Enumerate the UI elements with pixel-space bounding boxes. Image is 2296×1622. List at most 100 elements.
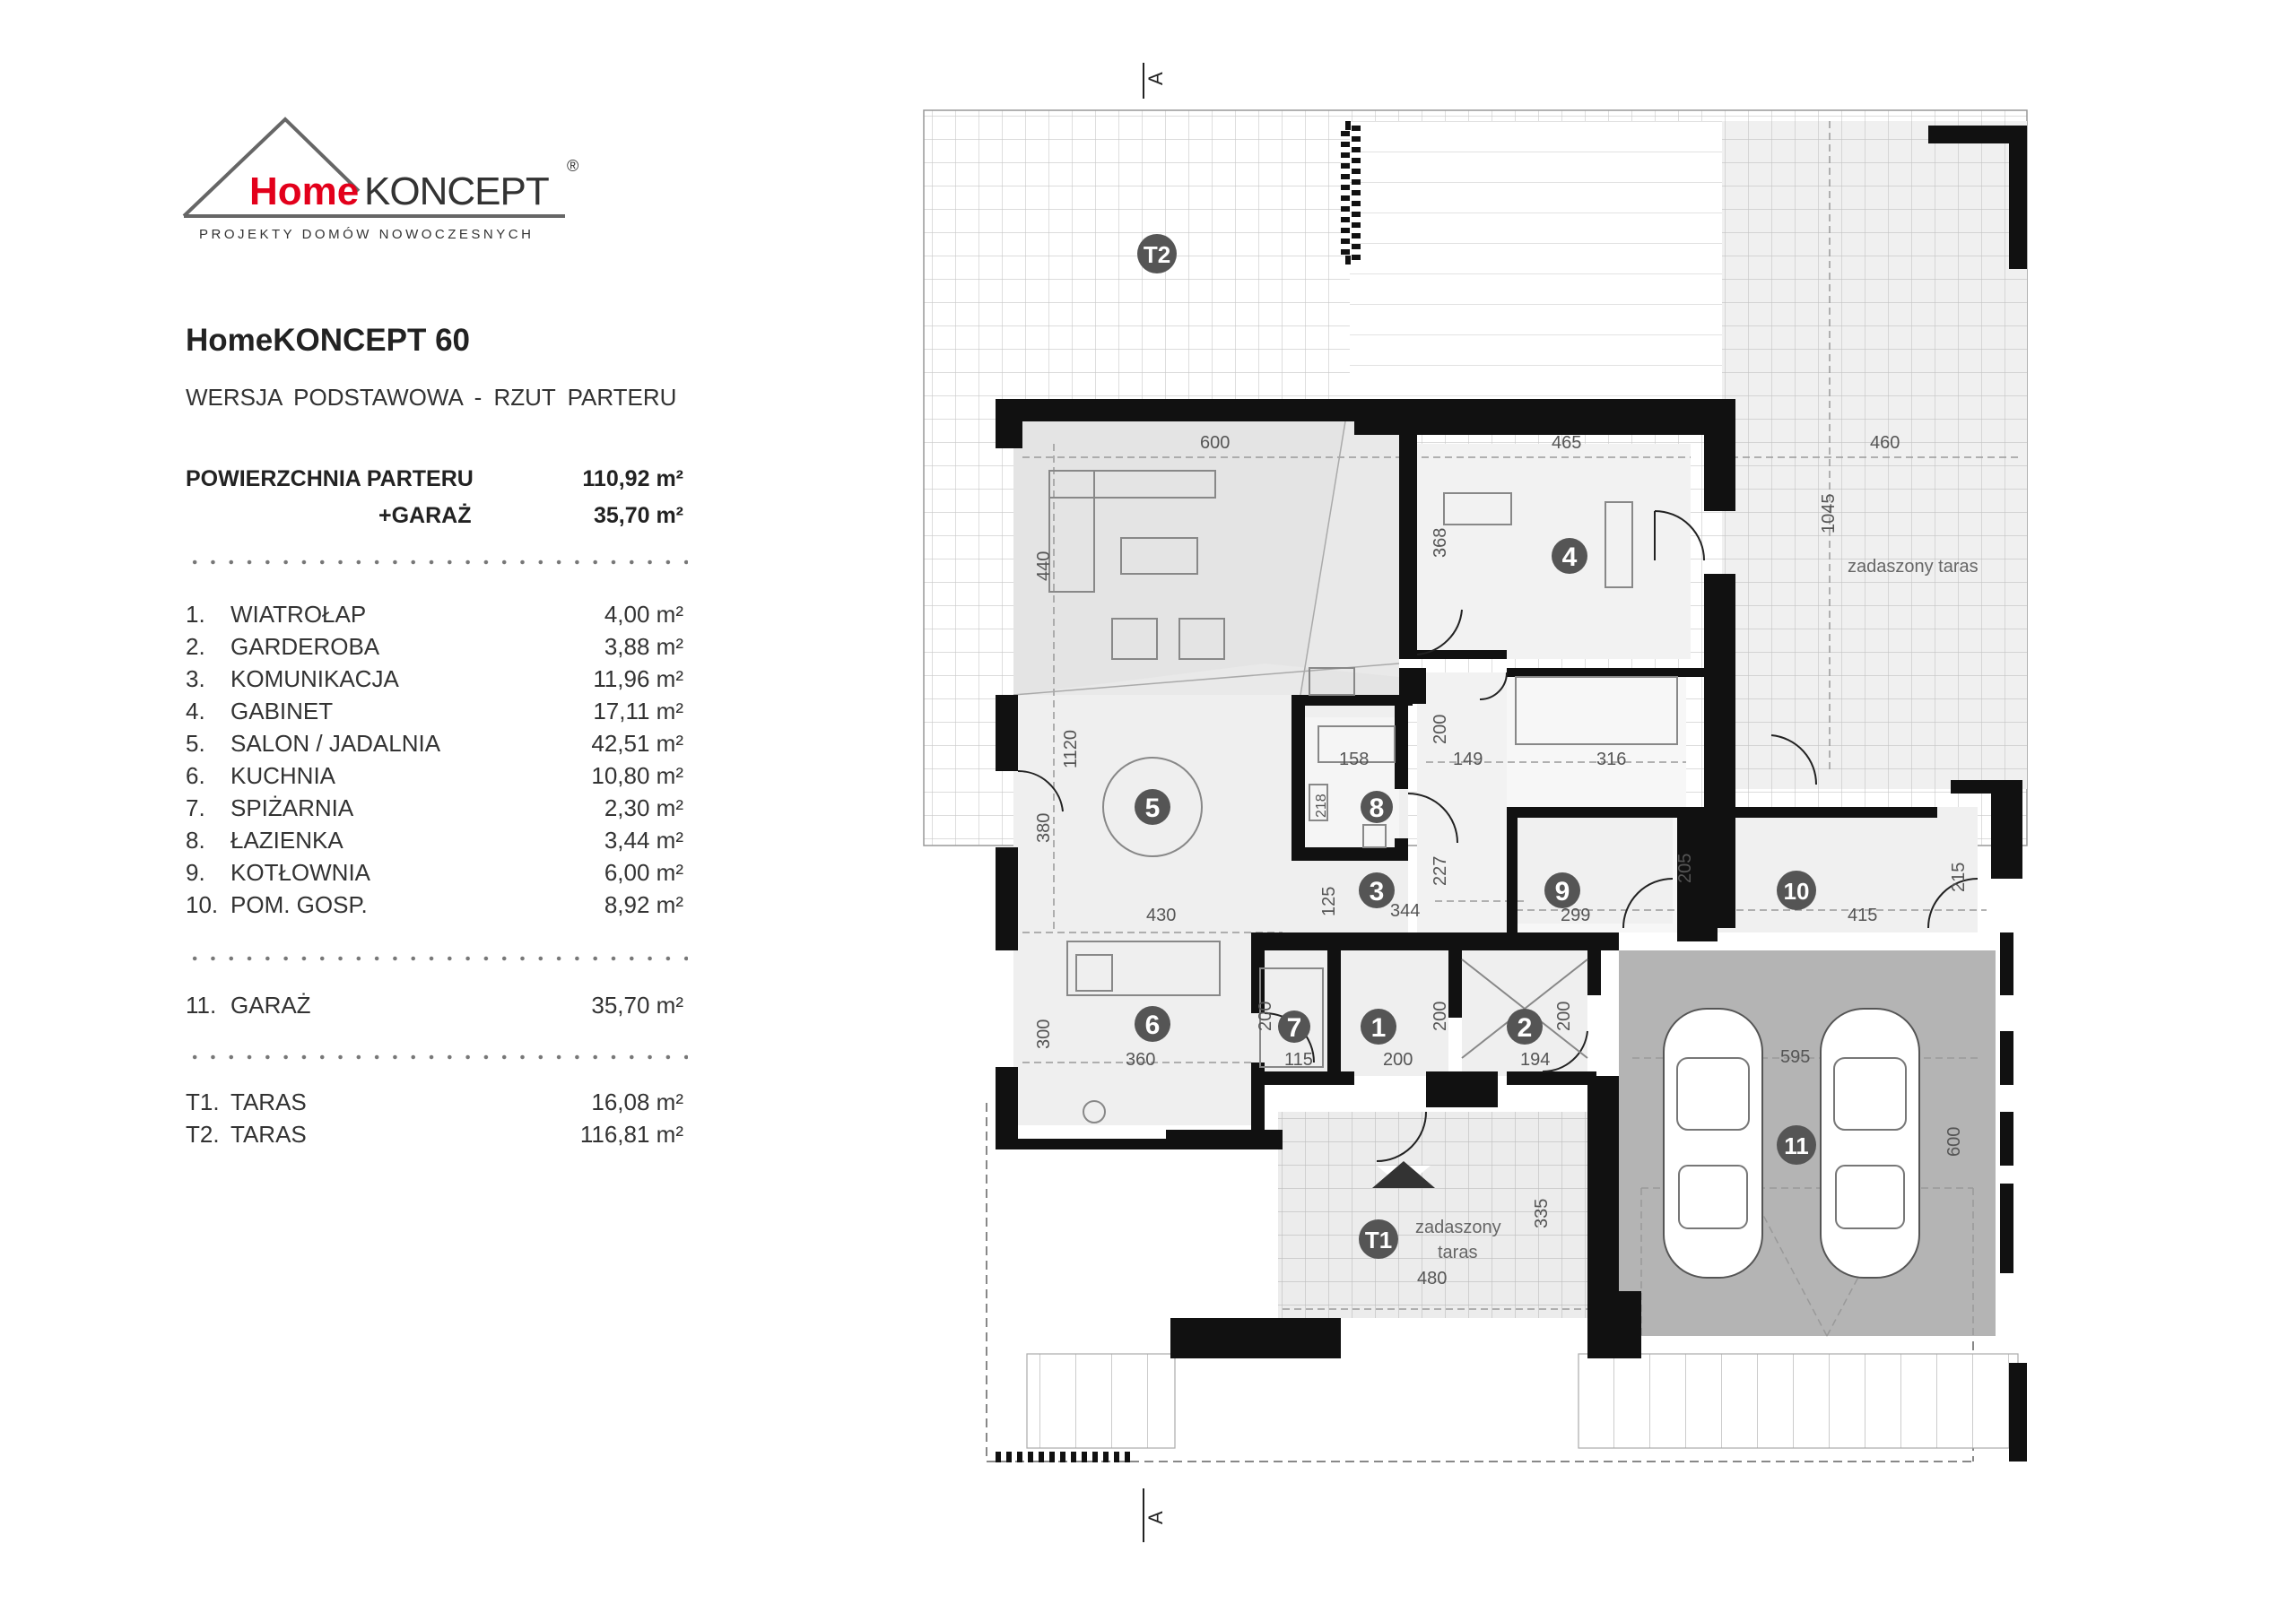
room-area: 42,51 m² bbox=[591, 730, 683, 757]
room-name: SPIŻARNIA bbox=[230, 794, 354, 821]
company-logo: Home KONCEPT ® PROJEKTY DOMÓW NOWOCZESNY… bbox=[179, 112, 592, 247]
dim-label: 600 bbox=[1944, 1127, 1964, 1157]
dim-label: 218 bbox=[1314, 794, 1329, 818]
terrace-area: 116,81 m² bbox=[579, 1121, 683, 1148]
dim-label: 344 bbox=[1390, 901, 1420, 921]
covered-terrace-area bbox=[1722, 121, 2027, 789]
svg-text:5: 5 bbox=[1145, 794, 1161, 823]
room-area: 17,11 m² bbox=[593, 698, 683, 724]
dim-label: 194 bbox=[1520, 1050, 1550, 1070]
room-number: 5. bbox=[186, 730, 205, 757]
room-row: 9. KOTŁOWNIA 6,00 m² bbox=[186, 859, 683, 888]
room-area: 4,00 m² bbox=[604, 601, 683, 628]
dim-label: 1045 bbox=[1819, 494, 1839, 534]
svg-text:T2: T2 bbox=[1144, 241, 1170, 268]
dim-label: 125 bbox=[1319, 887, 1339, 916]
dim-label: 415 bbox=[1848, 906, 1877, 925]
room-badge-8: 8 bbox=[1361, 791, 1393, 823]
room-name: KOTŁOWNIA bbox=[230, 859, 371, 886]
terrace-row: T2. TARAS 116,81 m² bbox=[186, 1121, 683, 1149]
terrace-name: TARAS bbox=[230, 1089, 307, 1115]
dim-label: 465 bbox=[1552, 433, 1581, 453]
room-number: 10. bbox=[186, 891, 219, 918]
room-area: 6,00 m² bbox=[604, 859, 683, 886]
room-row: 5. SALON / JADALNIA 42,51 m² bbox=[186, 730, 683, 759]
room-area: 8,92 m² bbox=[604, 891, 683, 918]
room-badge-1: 1 bbox=[1361, 1009, 1396, 1045]
dim-label: 227 bbox=[1431, 856, 1450, 886]
dotted-separator bbox=[186, 956, 688, 961]
dimension-labels: 600 465 460 440 368 1045 1120 380 158 14… bbox=[1034, 433, 1969, 1288]
room-name: GARAŻ bbox=[230, 992, 311, 1019]
dim-label: 200 bbox=[1431, 715, 1450, 744]
doors bbox=[1017, 510, 1979, 1162]
house-logo-icon: Home KONCEPT ® PROJEKTY DOMÓW NOWOCZESNY… bbox=[182, 117, 578, 242]
summary-value: 35,70 m² bbox=[593, 503, 683, 528]
room-number: 7. bbox=[186, 794, 205, 821]
room-name: GARDEROBA bbox=[230, 633, 380, 660]
logo-home-text: Home bbox=[249, 169, 359, 213]
terrace-number: T1. bbox=[186, 1089, 220, 1115]
dim-label: 430 bbox=[1146, 906, 1176, 925]
dim-label: 158 bbox=[1339, 750, 1369, 769]
room-number: 8. bbox=[186, 827, 205, 854]
svg-text:4: 4 bbox=[1562, 542, 1578, 572]
section-mark-top: A bbox=[1144, 72, 1167, 85]
room-number: 9. bbox=[186, 859, 205, 886]
dim-label: 440 bbox=[1034, 551, 1054, 581]
project-title: HomeKONCEPT 60 bbox=[186, 323, 471, 358]
dim-label: 200 bbox=[1256, 1002, 1275, 1031]
dim-label: 200 bbox=[1431, 1002, 1450, 1031]
dim-label: 380 bbox=[1034, 813, 1054, 843]
room-area: 3,88 m² bbox=[604, 633, 683, 660]
dotted-separator bbox=[186, 1054, 688, 1060]
terrace-number: T2. bbox=[186, 1121, 220, 1148]
room-badge-9: 9 bbox=[1544, 872, 1580, 908]
room-number: 3. bbox=[186, 665, 205, 692]
room-name: WIATROŁAP bbox=[230, 601, 367, 628]
terrace-boards bbox=[1350, 121, 1722, 399]
terrace-area: 16,08 m² bbox=[591, 1089, 683, 1115]
room-name: SALON / JADALNIA bbox=[230, 730, 441, 757]
room-badge-11: 11 bbox=[1777, 1125, 1816, 1165]
logo-koncept-text: KONCEPT bbox=[364, 169, 549, 213]
dim-label: 316 bbox=[1596, 750, 1626, 769]
section-mark-bottom: A bbox=[1144, 1511, 1167, 1524]
room-number: 6. bbox=[186, 762, 205, 789]
terrace-name: TARAS bbox=[230, 1121, 307, 1148]
room-number: 4. bbox=[186, 698, 205, 724]
terrace-t1-area bbox=[1278, 1112, 1587, 1318]
svg-text:8: 8 bbox=[1370, 794, 1385, 823]
summary-label: +GARAŻ bbox=[378, 503, 472, 528]
room-badge-4: 4 bbox=[1552, 538, 1587, 574]
dim-label: 335 bbox=[1532, 1199, 1552, 1228]
room-name: POM. GOSP. bbox=[230, 891, 368, 918]
summary-value: 110,92 m² bbox=[582, 466, 683, 491]
covered-terrace-label: zadaszony taras bbox=[1848, 557, 1979, 577]
hatch-mark bbox=[1341, 121, 1361, 265]
room-badge-10: 10 bbox=[1777, 871, 1816, 910]
dim-label: 149 bbox=[1453, 750, 1483, 769]
room-name: ŁAZIENKA bbox=[230, 827, 344, 854]
dim-label: 460 bbox=[1870, 433, 1900, 453]
dim-label: 360 bbox=[1126, 1050, 1155, 1070]
room-name: KUCHNIA bbox=[230, 762, 336, 789]
covered-terrace-label-line2: taras bbox=[1438, 1243, 1477, 1262]
dim-label: 600 bbox=[1200, 433, 1230, 453]
dim-label: 200 bbox=[1383, 1050, 1413, 1070]
room-badges: 1 2 3 4 5 6 7 8 9 10 11 T1 T2 bbox=[1135, 234, 1816, 1259]
svg-text:1: 1 bbox=[1371, 1013, 1387, 1043]
svg-text:3: 3 bbox=[1370, 877, 1385, 906]
room-number: 11. bbox=[186, 992, 217, 1019]
room-badge-7: 7 bbox=[1278, 1010, 1310, 1043]
terrace-row: T1. TARAS 16,08 m² bbox=[186, 1089, 683, 1117]
dim-label: 480 bbox=[1417, 1269, 1447, 1288]
dim-label: 1120 bbox=[1061, 730, 1081, 768]
dim-label: 595 bbox=[1780, 1047, 1810, 1067]
